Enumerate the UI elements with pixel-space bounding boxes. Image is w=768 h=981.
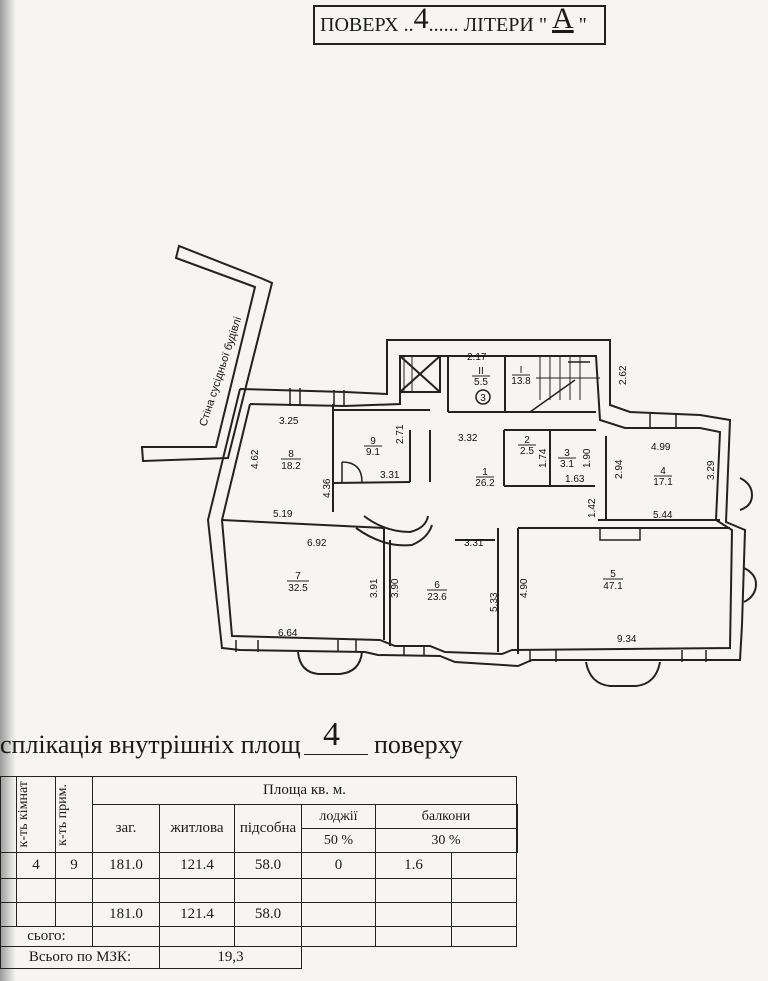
room-labels: 1 26.2 2 2.5 3 3.1 4 17.1 5 47.1 6 23.6 … [281,365,673,603]
svg-text:4.90: 4.90 [519,578,530,598]
area-header: Площа кв. м. [92,776,517,805]
col-loggias-header: лоджії [301,804,376,829]
room-3-number: 3 [564,448,570,459]
letter-word: ЛІТЕРИ [463,13,534,36]
svg-text:2.71: 2.71 [395,424,406,444]
svg-text:1.74: 1.74 [538,448,549,468]
room-2-number: 2 [524,435,530,446]
room-I-number: I [520,365,523,376]
room-8-area: 18.2 [281,461,301,472]
svg-text:2.94: 2.94 [614,459,625,479]
explication-underline [304,754,368,755]
room-7-number: 7 [295,571,301,582]
room-1-area: 26.2 [475,478,495,489]
room-1-number: 1 [482,467,488,478]
svg-text:3.91: 3.91 [369,578,380,598]
room-5-number: 5 [610,569,616,580]
svg-text:1.63: 1.63 [565,474,585,485]
svg-text:1.42: 1.42 [587,498,598,518]
svg-text:4.36: 4.36 [322,478,333,498]
explication-floor-number: 4 [323,716,340,753]
room-8-number: 8 [288,449,294,460]
room-4-number: 4 [660,466,666,477]
mzk-label: Всього по МЗК: [0,946,160,969]
svg-text:6.92: 6.92 [307,538,327,549]
table-mzk-row: Всього по МЗК: 19,3 [0,946,518,969]
svg-text:5.19: 5.19 [273,509,293,520]
svg-text:2.62: 2.62 [618,365,629,385]
svg-text:4.99: 4.99 [651,442,671,453]
inner-wall [220,355,734,656]
col-auxiliary-header: підсобна [234,804,302,853]
svg-text:3.32: 3.32 [458,433,478,444]
room-II-number: II [478,366,484,377]
room-5-area: 47.1 [603,581,623,592]
col-loggias-pct: 50 % [301,828,376,853]
table-row [0,878,518,903]
svg-text:9.34: 9.34 [617,634,637,645]
dimension-labels: 2.17 2.62 3.25 4.62 2.71 3.31 3.32 1.74 … [250,352,717,645]
explication-title-end: поверху [374,730,463,759]
explication-title-start: сплікація внутрішніх площ [0,730,301,759]
col-total-header: заг. [92,804,160,853]
svg-text:6.64: 6.64 [278,628,298,639]
total-label: сього: [0,926,93,947]
svg-text:5.44: 5.44 [653,510,673,521]
room-7-area: 32.5 [288,583,308,594]
neighbor-wall-label: Стіна сусідньої будівлі [197,315,244,428]
svg-text:3.31: 3.31 [380,470,400,481]
room-9-number: 9 [370,436,376,447]
col-living-header: житлова [159,804,235,853]
room-4-area: 17.1 [653,477,673,488]
neighbor-wall [140,244,274,463]
col-balconies-header: балкони [375,804,517,829]
col-rooms-header: к-ть кімнат [16,776,56,853]
svg-text:3.25: 3.25 [279,416,299,427]
page-binding-shadow [0,0,16,981]
svg-text:5.33: 5.33 [489,592,500,612]
outer-wall [206,339,747,668]
svg-text:3.31: 3.31 [464,538,484,549]
floor-word: ПОВЕРХ [320,13,399,36]
svg-text:1.90: 1.90 [582,448,593,468]
floor-plan: Стіна сусідньої будівлі 1 26.2 2 2.5 3 3… [140,244,758,687]
room-6-number: 6 [434,580,440,591]
room-6-area: 23.6 [427,592,447,603]
room-I-area: 13.8 [511,376,531,387]
room-2-area: 2.5 [520,446,534,457]
room-II-area: 5.5 [474,377,488,388]
floor-number: 4 [413,2,429,35]
letter-value: А [552,2,574,35]
table-row: 181.0 121.4 58.0 [0,902,518,927]
svg-text:4.62: 4.62 [250,449,261,469]
table-row: 4 9 181.0 121.4 58.0 0 1.6 [0,852,518,879]
room-9-area: 9.1 [366,447,380,458]
explication-title: сплікація внутрішніх площ 4 поверху [0,716,768,766]
col-balconies-pct: 30 % [375,828,517,853]
mzk-value: 19,3 [159,946,302,969]
table-total-row: сього: [0,926,518,947]
svg-text:2.17: 2.17 [467,352,487,363]
col-premises-header: к-ть прим. [55,776,93,853]
area-table: к-ть кімнат к-ть прим. Площа кв. м. заг.… [0,776,518,969]
svg-text:3.90: 3.90 [390,578,401,598]
room-3-area: 3.1 [560,459,574,470]
stair-marker: 3 [480,393,486,404]
floor-header-box: ПОВЕРХ ..4...... ЛІТЕРИ " А " [313,2,606,45]
svg-text:3.29: 3.29 [706,460,717,480]
